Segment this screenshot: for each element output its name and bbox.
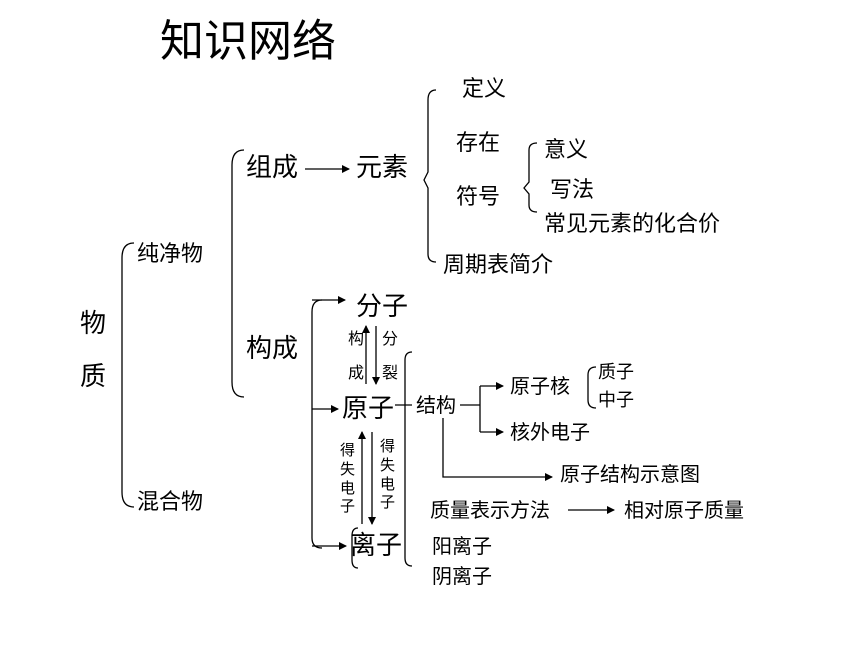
node-molecule: 分子 bbox=[356, 292, 409, 322]
brace-atom bbox=[404, 351, 413, 567]
node-anion: 阴离子 bbox=[432, 564, 492, 588]
node-mixture: 混合物 bbox=[137, 490, 204, 515]
node-definition: 定义 bbox=[462, 77, 507, 102]
node-periodic-table: 周期表简介 bbox=[443, 253, 554, 278]
brace-element bbox=[423, 89, 437, 263]
node-mass-method: 质量表示方法 bbox=[430, 498, 550, 522]
node-element: 元素 bbox=[356, 153, 409, 183]
node-constitution: 构成 bbox=[246, 334, 299, 364]
root-matter-char1: 物 bbox=[80, 309, 107, 339]
brace-pure-substance bbox=[231, 149, 245, 398]
node-cation: 阳离子 bbox=[432, 534, 492, 558]
node-symbol-writing: 写法 bbox=[550, 178, 595, 203]
node-neutron: 中子 bbox=[598, 390, 634, 411]
label-split-1: 分 bbox=[382, 329, 399, 348]
brace-symbol bbox=[523, 142, 538, 213]
page-title: 知识网络 bbox=[160, 16, 336, 67]
node-existence: 存在 bbox=[456, 131, 501, 156]
node-symbol: 符号 bbox=[456, 185, 501, 210]
label-gain-lose-electrons-right: 得 失 电 子 bbox=[380, 437, 396, 512]
node-atom: 原子 bbox=[342, 394, 395, 424]
node-relative-mass: 相对原子质量 bbox=[624, 498, 744, 522]
bracket-ion bbox=[351, 527, 359, 569]
node-nucleus: 原子核 bbox=[510, 374, 570, 398]
node-common-valence: 常见元素的化合价 bbox=[544, 212, 721, 237]
node-ion: 离子 bbox=[350, 531, 403, 561]
node-proton: 质子 bbox=[598, 362, 634, 383]
node-symbol-meaning: 意义 bbox=[544, 138, 589, 163]
brace-nucleus bbox=[587, 366, 597, 409]
node-structure-diagram: 原子结构示意图 bbox=[560, 462, 700, 486]
label-constitute-2: 成 bbox=[348, 363, 365, 382]
node-pure-substance: 纯净物 bbox=[137, 242, 204, 267]
label-gain-lose-electrons-left: 得 失 电 子 bbox=[340, 441, 356, 516]
label-split-2: 裂 bbox=[382, 363, 399, 382]
root-matter-char2: 质 bbox=[80, 362, 107, 392]
node-composition: 组成 bbox=[246, 153, 299, 183]
brace-constitution bbox=[311, 299, 323, 549]
arrow-to-structure-diagram bbox=[442, 418, 553, 481]
brace-matter bbox=[121, 242, 135, 508]
node-structure: 结构 bbox=[416, 393, 456, 417]
node-electrons: 核外电子 bbox=[510, 420, 590, 444]
label-constitute-1: 构 bbox=[348, 329, 365, 348]
